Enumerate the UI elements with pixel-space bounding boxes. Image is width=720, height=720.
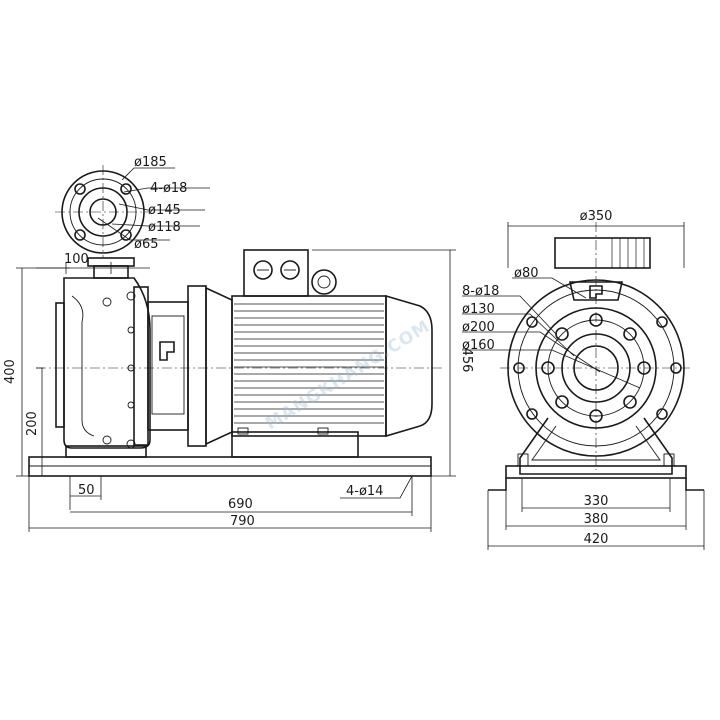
end-base-plate xyxy=(505,465,687,479)
flange-bolt-hole xyxy=(120,229,132,241)
foot-bolt xyxy=(237,427,249,435)
casing-bolt xyxy=(126,439,136,449)
dim-end-380: 380 xyxy=(584,512,609,527)
dim-end-d130: ø130 xyxy=(462,302,495,317)
end-view-dimensions: ø350 ø80 8-ø18 ø130 ø200 ø160 330 380 42… xyxy=(462,209,705,550)
flange-bolt-hole xyxy=(74,229,86,241)
dim-200: 200 xyxy=(25,411,40,436)
leader-d145 xyxy=(118,203,205,211)
bolt-hole xyxy=(623,327,637,341)
flange-bolt-hole xyxy=(74,183,86,195)
motor-terminal-top xyxy=(554,237,651,269)
foot-bolt xyxy=(317,427,329,435)
terminal-box xyxy=(243,249,309,297)
fan-cover xyxy=(385,294,433,438)
motor-bolt xyxy=(656,316,668,328)
dim-flange-d65: ø65 xyxy=(134,237,159,252)
casing-bolt xyxy=(102,435,112,445)
casing-bolt xyxy=(126,291,136,301)
flange-bolt xyxy=(127,401,135,409)
motor-front-shield xyxy=(205,286,233,446)
motor-bolt xyxy=(656,408,668,420)
bearing-bracket xyxy=(147,301,189,431)
outlet-flange-view: ø185 4-ø18 ø145 ø118 ø65 xyxy=(55,155,210,258)
dim-end-d80: ø80 xyxy=(514,266,539,281)
dim-100: 100 xyxy=(64,252,89,267)
motor-foot xyxy=(231,431,359,458)
cable-gland xyxy=(253,260,273,280)
casing-flange xyxy=(133,286,149,446)
pump-side-view xyxy=(28,249,442,477)
motor-bolt xyxy=(526,316,538,328)
outlet-top-flange xyxy=(569,281,623,301)
dim-flange-d145: ø145 xyxy=(148,203,181,218)
volute-contour xyxy=(71,295,95,437)
leader-d160 xyxy=(462,349,641,389)
dim-end-d160: ø160 xyxy=(462,338,495,353)
lifting-eye xyxy=(311,269,337,295)
dim-base-holes: 4-ø14 xyxy=(346,484,383,499)
brand-logo xyxy=(159,341,175,361)
dim-end-420: 420 xyxy=(584,532,609,547)
bracket-window xyxy=(151,315,185,415)
dim-50: 50 xyxy=(78,483,95,498)
suction-flange xyxy=(55,302,65,428)
dim-flange-holes: 4-ø18 xyxy=(150,181,187,196)
dim-flange-d118: ø118 xyxy=(148,220,181,235)
leader-d200 xyxy=(462,331,601,373)
flange-bolt xyxy=(127,326,135,334)
bolt-hole xyxy=(623,395,637,409)
base-flange-lips xyxy=(488,478,704,491)
dim-flange-d185: ø185 xyxy=(134,155,167,170)
motor-flange xyxy=(187,285,207,447)
motor-bolt xyxy=(526,408,538,420)
base-plate xyxy=(28,456,432,477)
casing-bolt xyxy=(102,297,112,307)
leader-d130 xyxy=(462,313,575,357)
volute-casing xyxy=(63,277,151,449)
dim-690: 690 xyxy=(228,497,253,512)
bolt-hole xyxy=(555,395,569,409)
cable-gland xyxy=(280,260,300,280)
dim-790: 790 xyxy=(230,514,255,529)
dim-456: 456 xyxy=(459,348,474,373)
leader-base-holes xyxy=(340,475,413,499)
leader-d65 xyxy=(97,217,170,241)
leader-end-holes xyxy=(462,295,557,335)
dim-400: 400 xyxy=(3,359,18,384)
side-view-dimensions: 100 400 200 456 50 4-ø14 690 790 xyxy=(3,249,474,532)
dim-end-d350: ø350 xyxy=(580,209,613,224)
watermark: MANGKHANG.COM xyxy=(262,316,434,434)
leader-d118 xyxy=(111,223,200,227)
dim-end-d200: ø200 xyxy=(462,320,495,335)
dim-end-holes: 8-ø18 xyxy=(462,284,499,299)
pump-end-view xyxy=(488,222,704,491)
flange-bolt-hole xyxy=(120,183,132,195)
leader-d185 xyxy=(121,167,175,181)
dim-end-330: 330 xyxy=(584,494,609,509)
support-pedestal xyxy=(519,417,673,475)
motor-cooling-fins xyxy=(234,303,384,424)
pump-foot xyxy=(65,445,147,458)
leader-holes xyxy=(123,187,210,193)
leader-d80 xyxy=(512,277,587,299)
